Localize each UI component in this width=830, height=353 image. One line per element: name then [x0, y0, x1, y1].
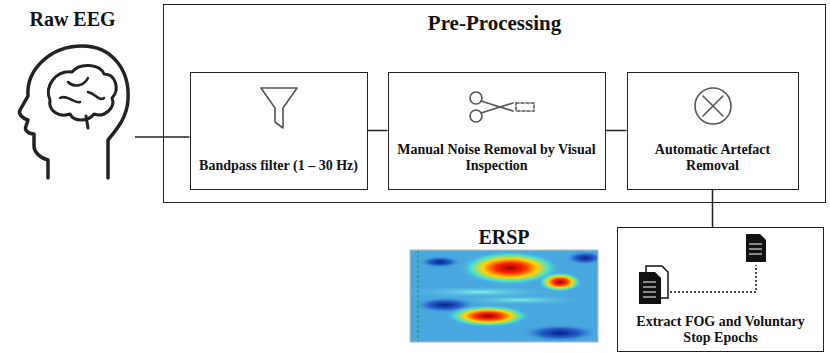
- funnel-shape: [261, 88, 297, 128]
- step-label: Bandpass filter (1 – 30 Hz): [199, 158, 358, 174]
- cut-line: [516, 103, 534, 111]
- brain-fold: [68, 78, 88, 85]
- connector-line: [368, 130, 388, 132]
- brain-stem: [86, 116, 88, 128]
- heatmap-frame: [410, 250, 598, 342]
- scissors-handle: [470, 92, 482, 104]
- step-label: Extract FOG and Voluntary Stop Epochs: [626, 314, 815, 346]
- dotted-link: [670, 265, 756, 292]
- process-box: Automatic Artefact Removal: [627, 72, 799, 190]
- remove-cross: [703, 96, 723, 116]
- remove-circle: [695, 88, 731, 124]
- document-lines: [643, 282, 656, 297]
- document-single: [746, 234, 766, 262]
- heatmap-hot: [446, 305, 530, 327]
- ersp-image: [410, 250, 598, 342]
- image-title: ERSP: [410, 226, 598, 249]
- process-box: Manual Noise Removal by Visual Inspectio…: [388, 72, 606, 190]
- step-label: Manual Noise Removal by Visual Inspectio…: [397, 142, 597, 174]
- scissors-handle: [470, 110, 482, 122]
- input-label: Raw EEG: [29, 8, 115, 31]
- head-outline: [19, 46, 128, 178]
- heatmap-cold: [520, 324, 598, 342]
- remove-icon: [695, 88, 731, 124]
- connector-line: [712, 190, 714, 228]
- scissors-icon: [470, 92, 534, 122]
- head-icon: [19, 46, 128, 178]
- brain-fold: [88, 92, 104, 99]
- group-title: Pre-Processing: [428, 11, 561, 35]
- input-icon-node: Raw EEG: [10, 4, 135, 180]
- group-box: Pre-ProcessingBandpass filter (1 – 30 Hz…: [163, 4, 826, 203]
- scissors-blade: [481, 101, 513, 111]
- heatmap-cold: [418, 256, 462, 268]
- brain-outline: [48, 65, 116, 120]
- filter-icon: [261, 88, 297, 128]
- heatmap-hot: [538, 272, 582, 292]
- step-label: Automatic Artefact Removal: [636, 142, 790, 174]
- document-front: [639, 272, 661, 304]
- document-lines: [749, 244, 762, 254]
- connector-line: [606, 130, 627, 132]
- process-box: Extract FOG and Voluntary Stop Epochs: [617, 227, 824, 352]
- heatmap-cold: [565, 251, 598, 265]
- scissors-blade: [481, 103, 513, 113]
- brain-fold: [60, 97, 80, 102]
- documents-icon: [639, 234, 766, 304]
- onset-line: [417, 250, 419, 342]
- process-box: Bandpass filter (1 – 30 Hz): [190, 72, 368, 190]
